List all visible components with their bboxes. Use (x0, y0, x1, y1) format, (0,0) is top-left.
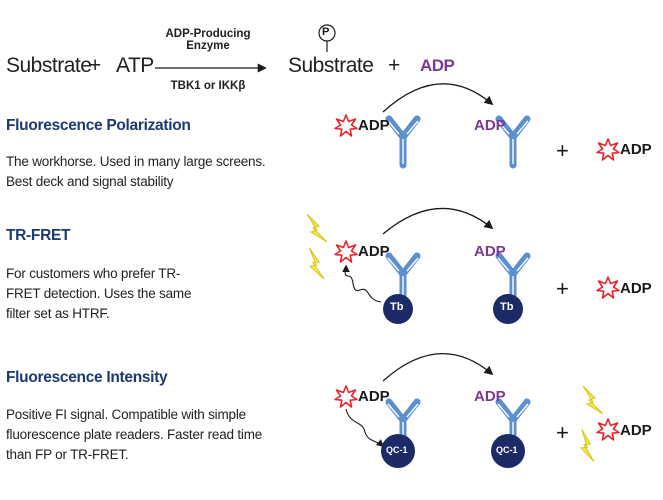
enzyme-label: ADP-Producing Enzyme (165, 28, 251, 52)
tb-donor-left (383, 294, 413, 324)
fi-emission-bolt-top (582, 385, 604, 415)
fi-plus: + (556, 420, 569, 445)
trfret-emission-bolt-top (306, 213, 328, 243)
fp-tracer-star (334, 114, 358, 137)
fp-description: The workhorse. Used in many large screen… (6, 154, 266, 189)
fp-free-label: ADP (620, 141, 652, 158)
trfret-tracer-label: ADP (358, 243, 390, 260)
equation-substrate: Substrate (6, 54, 92, 77)
fi-tracer-label: ADP (358, 388, 390, 405)
fp-bound-label: ADP (474, 117, 506, 134)
trfret-emission-bolt-bottom (303, 247, 330, 280)
trfret-bound-label: ADP (474, 243, 506, 260)
trfret-title: TR-FRET (6, 227, 71, 244)
fp-plus: + (556, 138, 569, 163)
trfret-energy-transfer-squiggle (342, 264, 382, 303)
trfret-free-star (596, 276, 620, 299)
trfret-displacement-arrow (382, 207, 494, 235)
fi-quench-squiggle (345, 408, 385, 448)
fi-title: Fluorescence Intensity (6, 369, 168, 386)
fp-free-star (596, 138, 620, 161)
trfret-description: For customers who prefer TR-FRET detecti… (6, 266, 192, 321)
product-adp: ADP (420, 56, 455, 75)
qc1-quencher-right (491, 434, 525, 468)
equation-plus-1: + (89, 54, 101, 77)
qc1-quencher-left (381, 434, 415, 468)
fi-emission-bolt-bottom (574, 428, 602, 463)
fi-bound-label: ADP (474, 388, 506, 405)
trfret-free-label: ADP (620, 280, 652, 297)
tb-donor-right (493, 294, 523, 324)
enzyme-examples: TBK1 or IKKβ (170, 80, 246, 92)
equation-plus-2: + (388, 54, 400, 77)
phospho-symbol: P (322, 26, 330, 38)
trfret-plus: + (556, 276, 569, 301)
fi-description: Positive FI signal. Compatible with simp… (6, 407, 263, 462)
product-substrate: Substrate (288, 54, 374, 77)
fi-free-star (596, 418, 620, 441)
qc1-label-right: QC-1 (496, 445, 518, 455)
trfret-tracer-star (334, 240, 358, 263)
qc1-label-left: QC-1 (386, 445, 408, 455)
fi-free-label: ADP (620, 422, 652, 439)
tb-label-left: Tb (390, 301, 404, 313)
equation-atp: ATP (116, 54, 154, 77)
fp-title: Fluorescence Polarization (6, 117, 191, 134)
fp-antibody-left (388, 119, 418, 165)
fp-displacement-arrow (382, 83, 494, 113)
fi-tracer-star (334, 385, 358, 408)
tb-label-right: Tb (500, 301, 514, 313)
fp-tracer-label: ADP (358, 117, 390, 134)
fi-displacement-arrow (382, 353, 494, 382)
